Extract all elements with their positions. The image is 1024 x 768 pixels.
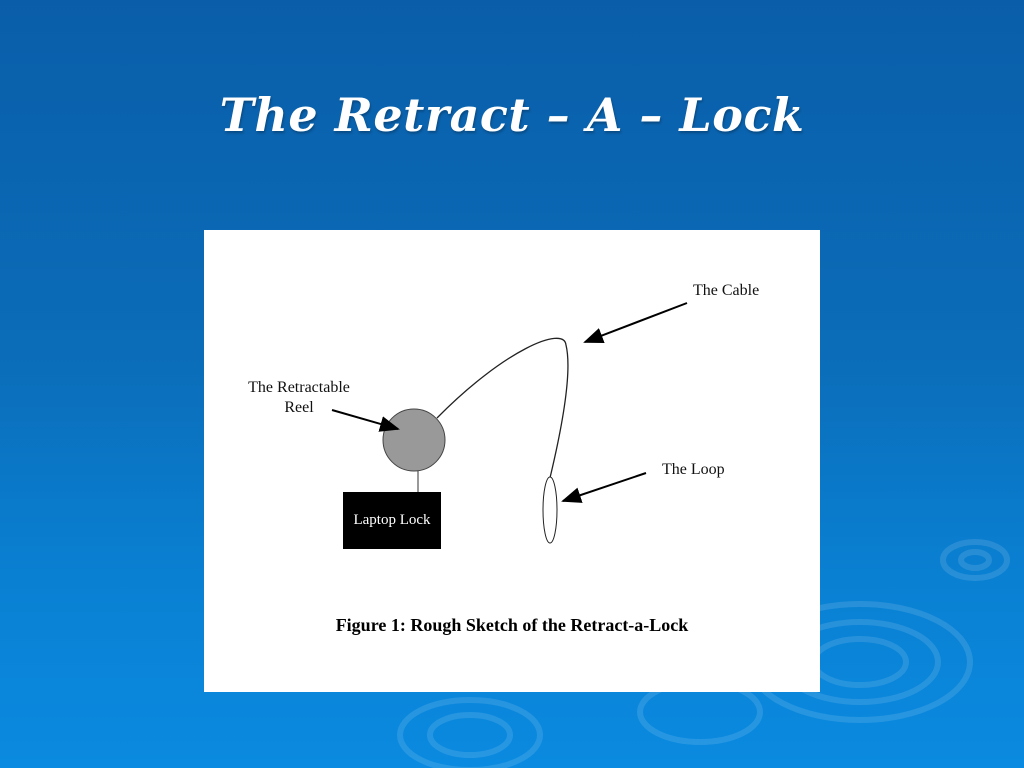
- sketch-figure: The Cable The Retractable Reel The Loop …: [204, 230, 820, 692]
- reel-arrow: [331, 409, 400, 432]
- loop-shape: [542, 476, 558, 544]
- slide-title: The Retract – A – Lock: [219, 88, 805, 142]
- loop-arrow: [561, 472, 647, 503]
- laptop-lock-box: Laptop Lock: [343, 492, 441, 549]
- cable-label: The Cable: [693, 282, 760, 299]
- loop-label: The Loop: [662, 461, 725, 478]
- reel-label: The Retractable Reel: [248, 379, 350, 416]
- sketch-drawing: [331, 302, 688, 544]
- figure-caption: Figure 1: Rough Sketch of the Retract-a-…: [335, 615, 689, 635]
- cable-arrow: [583, 302, 688, 344]
- cable-line: [436, 337, 569, 483]
- retractable-reel: [382, 408, 446, 472]
- laptop-lock-label: Laptop Lock: [353, 512, 431, 528]
